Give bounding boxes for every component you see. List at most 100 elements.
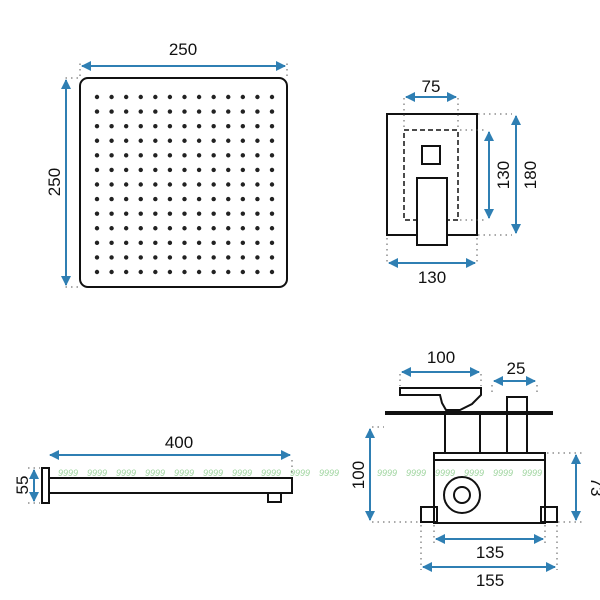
nozzle-dot	[167, 167, 173, 173]
nozzle-dot	[269, 255, 275, 260]
nozzle-dot	[226, 182, 231, 187]
nozzle-dot	[167, 182, 173, 187]
nozzle-dot	[211, 167, 216, 173]
nozzle-dot	[269, 269, 275, 275]
nozzle-dot	[94, 94, 100, 100]
nozzle-dot	[153, 269, 158, 275]
nozzle-dot	[153, 94, 158, 100]
nozzle-dot	[182, 196, 187, 202]
nozzle-dot	[226, 269, 231, 275]
nozzle-dot	[109, 226, 114, 231]
nozzle-dot	[240, 138, 246, 143]
nozzle-dot	[240, 255, 246, 260]
nozzle-dot	[196, 109, 202, 114]
nozzle-dot	[109, 153, 114, 158]
nozzle-dot	[269, 153, 275, 158]
nozzle-dot	[226, 153, 231, 158]
nozzle-dot	[138, 240, 143, 246]
shower-head-width-label: 250	[169, 40, 197, 59]
concealed-box	[433, 452, 546, 524]
watermark-text: 9999	[493, 468, 513, 478]
nozzle-dot	[153, 226, 158, 231]
shower-head-height-label: 250	[45, 168, 64, 196]
nozzle-dot	[153, 240, 158, 246]
nozzle-dot	[167, 109, 173, 114]
nozzle-dot	[196, 196, 202, 202]
nozzle-dot	[226, 211, 231, 216]
nozzle-dot	[240, 182, 246, 187]
nozzle-dot	[255, 138, 260, 143]
nozzle-dot	[123, 138, 129, 143]
nozzle-dot	[182, 167, 187, 173]
nozzle-dot	[94, 255, 100, 260]
nozzle-dot	[153, 123, 158, 129]
nozzle-dot	[109, 269, 114, 275]
nozzle-dot	[123, 269, 129, 275]
watermark-text: 9999	[319, 468, 339, 478]
nozzle-dot	[182, 240, 187, 246]
nozzle-dot	[226, 240, 231, 246]
nozzle-dot	[196, 138, 202, 143]
nozzle-dot	[123, 153, 129, 158]
nozzle-dot	[153, 211, 158, 216]
nozzle-dot	[109, 255, 114, 260]
diverter-knob	[421, 145, 441, 165]
nozzle-dot	[211, 94, 216, 100]
nozzle-dot	[226, 109, 231, 114]
nozzle-dot	[269, 123, 275, 129]
watermark-text: 9999	[203, 468, 223, 478]
nozzle-dot	[196, 226, 202, 231]
nozzle-dot	[196, 123, 202, 129]
nozzle-dot	[109, 196, 114, 202]
nozzle-dot	[123, 123, 129, 129]
nozzle-dot	[269, 167, 275, 173]
nozzle-dot	[226, 226, 231, 231]
nozzle-dot	[211, 153, 216, 158]
nozzle-dot	[138, 153, 143, 158]
nozzle-dot	[240, 94, 246, 100]
nozzle-dot	[269, 109, 275, 114]
nozzle-dot	[182, 94, 187, 100]
nozzle-dot	[226, 123, 231, 129]
nozzle-dot	[240, 123, 246, 129]
nozzle-dot	[167, 123, 173, 129]
shower-arm-side-view: 400 55	[13, 433, 293, 504]
nozzle-dot	[167, 269, 173, 275]
nozzle-dot	[94, 226, 100, 231]
nozzle-dot	[182, 138, 187, 143]
knob-width-label: 25	[507, 359, 526, 378]
nozzle-dot	[211, 226, 216, 231]
nozzle-dot	[123, 182, 129, 187]
nozzle-dot	[240, 196, 246, 202]
nozzle-dot	[182, 255, 187, 260]
nozzle-dot	[211, 109, 216, 114]
lever-handle	[416, 177, 448, 246]
box-height-label: 73	[587, 478, 600, 497]
nozzle-dot	[196, 269, 202, 275]
nozzle-dot	[109, 182, 114, 187]
outer-width-label: 155	[476, 571, 504, 590]
nozzle-dot	[138, 196, 143, 202]
nozzle-dot	[211, 182, 216, 187]
watermark-text: 9999	[174, 468, 194, 478]
nozzle-dot	[153, 167, 158, 173]
nozzle-dot	[138, 109, 143, 114]
nozzle-dot	[167, 211, 173, 216]
nozzle-dot	[255, 226, 260, 231]
nozzle-dot	[94, 269, 100, 275]
nozzle-dot	[109, 211, 114, 216]
mixer-inner-height-label: 130	[494, 161, 513, 189]
nozzle-dot	[240, 167, 246, 173]
depth-label: 100	[349, 461, 368, 489]
nozzle-dot	[255, 123, 260, 129]
nozzle-dot	[240, 153, 246, 158]
nozzle-dot	[211, 138, 216, 143]
nozzle-dot	[269, 182, 275, 187]
nozzle-dot	[255, 255, 260, 260]
nozzle-dot	[226, 138, 231, 143]
nozzle-dot	[255, 269, 260, 275]
watermark-text: 9999	[464, 468, 484, 478]
mounting-foot-left	[420, 506, 438, 523]
nozzle-dot	[123, 167, 129, 173]
